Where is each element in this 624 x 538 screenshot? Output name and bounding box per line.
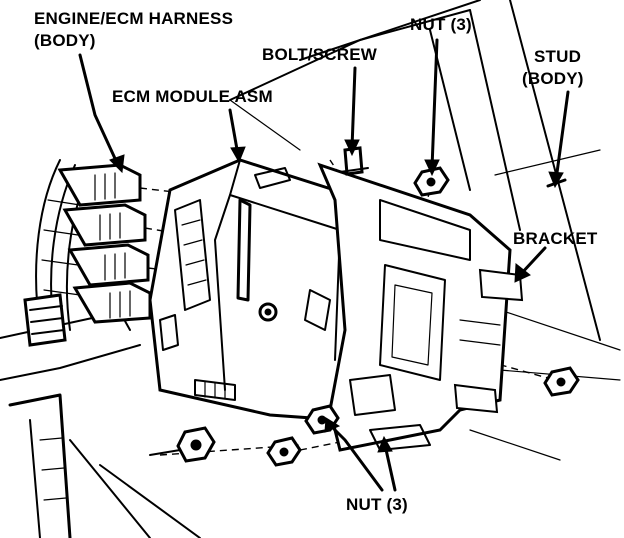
stud-label-line2: (BODY) [522,69,584,88]
engine-harness-label-line1: ENGINE/ECM HARNESS [34,9,233,28]
callouts: ENGINE/ECM HARNESS (BODY) ECM MODULE ASM… [34,9,598,514]
engine-harness-label-line2: (BODY) [34,31,96,50]
ecm-module [148,158,367,422]
nut-bottom-label: NUT (3) [346,495,408,514]
nut-bottom-left-icon [176,426,216,463]
bolt-screw-label: BOLT/SCREW [262,45,378,64]
mounting-bracket [317,162,524,452]
nut-bottom-mid-icon [266,436,302,467]
stud-label-line1: STUD [534,47,581,66]
leader-arrows [78,38,570,492]
ecm-module-label: ECM MODULE ASM [112,87,273,106]
nut-top-label: NUT (3) [410,15,472,34]
bracket-label: BRACKET [513,229,598,248]
engine-ecm-harness [23,159,152,347]
nut-right-icon [543,366,580,397]
nut-top-icon [413,166,450,197]
